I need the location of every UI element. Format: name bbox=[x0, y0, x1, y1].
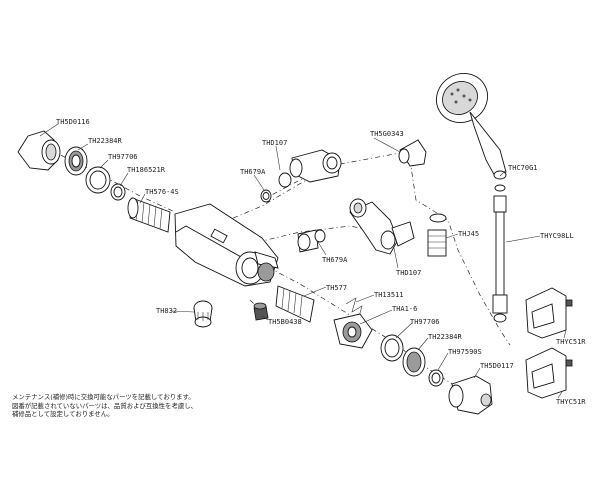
adapter-thj45-part bbox=[427, 213, 447, 257]
label-th577: TH577 bbox=[326, 284, 347, 292]
note-line-3: 補修品として設定しておりません。 bbox=[12, 410, 114, 419]
label-thj45: THJ45 bbox=[458, 230, 479, 238]
spring-th13511-part bbox=[345, 297, 363, 321]
label-tha1-6: THA1-6 bbox=[392, 305, 417, 313]
ring-th97706-bot-part bbox=[380, 334, 404, 362]
label-th186521r: TH186521R bbox=[127, 166, 166, 174]
cartridge-th576-part bbox=[127, 197, 171, 233]
ring-th97706-top-part bbox=[85, 166, 111, 194]
label-thd107-top: THD107 bbox=[262, 139, 287, 147]
label-th97706-top: TH97706 bbox=[108, 153, 138, 161]
cartridge-th577-part bbox=[275, 285, 315, 323]
holder-thyc51r-bot-part bbox=[525, 347, 573, 399]
label-th97706-bot: TH97706 bbox=[410, 318, 440, 326]
hub-tha1-6-part bbox=[333, 313, 373, 349]
label-th832: TH832 bbox=[156, 307, 177, 315]
holder-thyc51r-top-part bbox=[525, 287, 573, 339]
label-thyc51r-bot: THYC51R bbox=[556, 398, 586, 406]
ring-th97590s-part bbox=[428, 369, 444, 387]
oring-th679a-mid-part bbox=[314, 229, 326, 243]
elbow-thd107-top-part bbox=[278, 149, 342, 188]
elbow-thd107-mid-part bbox=[297, 198, 415, 255]
label-thd107-mid: THD107 bbox=[396, 269, 421, 277]
end-cap-right-part bbox=[448, 375, 493, 415]
oring-th679a-top-part bbox=[260, 189, 272, 203]
shower-head-thc70g1-part bbox=[436, 73, 507, 180]
end-cap-left-part bbox=[17, 130, 61, 171]
filter-th832-part bbox=[193, 300, 213, 328]
check-valve-th5b0438-part bbox=[253, 302, 269, 321]
label-th679a-top: TH679A bbox=[240, 168, 266, 176]
label-th5g0343: TH5G0343 bbox=[370, 130, 404, 138]
label-th22384r-bot: TH22384R bbox=[428, 333, 463, 341]
note-line-1: メンテナンス(補修)時に交換可能なパーツを記載しております。 bbox=[12, 393, 195, 401]
label-thyc98ll: THYC98LL bbox=[540, 232, 574, 240]
label-thyc51r-top: THYC51R bbox=[556, 338, 586, 346]
label-th576-45: TH576-4S bbox=[145, 188, 179, 196]
label-thc70g1: THC70G1 bbox=[508, 164, 538, 172]
label-th5d0116: TH5D0116 bbox=[56, 118, 90, 126]
part-labels: TH5D0116 TH22384R TH97706 TH186521R TH57… bbox=[56, 118, 586, 406]
label-th13511: TH13511 bbox=[374, 291, 404, 299]
label-th22384r-top: TH22384R bbox=[88, 137, 123, 145]
leader-lines bbox=[39, 123, 567, 399]
shower-hose-thyc98ll-part bbox=[492, 184, 508, 323]
label-th5d0117: TH5D0117 bbox=[480, 362, 514, 370]
label-th97590s: TH97590S bbox=[448, 348, 482, 356]
oring-th186521r-part bbox=[110, 183, 126, 201]
ring-th22384r-bot-part bbox=[402, 347, 426, 377]
ring-th22384r-top-part bbox=[64, 146, 88, 176]
label-th679a-mid: TH679A bbox=[322, 256, 348, 264]
note-line-2: 図番が記載されていないパーツは、品質および互換性を考慮し、 bbox=[12, 401, 198, 410]
label-th5b0438: TH5B0438 bbox=[268, 318, 302, 326]
elbow-th5g0343-part bbox=[398, 139, 427, 167]
maintenance-note: メンテナンス(補修)時に交換可能なパーツを記載しております。 図番が記載されてい… bbox=[12, 393, 197, 419]
mixer-body-part bbox=[174, 203, 279, 287]
